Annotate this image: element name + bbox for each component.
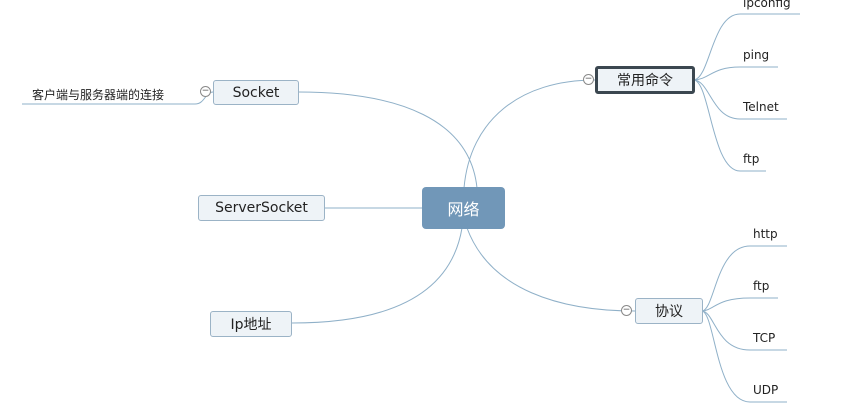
connector-proto-udp (701, 310, 787, 403)
connector-cmd-ipconfig (693, 13, 800, 81)
leaf-ping[interactable]: ping (743, 48, 770, 62)
topic-common-commands[interactable]: 常用命令 (595, 66, 695, 94)
topic-ip-address[interactable]: Ip地址 (210, 311, 292, 337)
connector-proto-ftp (701, 297, 778, 312)
central-topic[interactable]: 网络 (422, 187, 505, 229)
leaf-tcp[interactable]: TCP (753, 331, 776, 345)
leaf-ftp-protocol[interactable]: ftp (753, 279, 770, 293)
connector-central-commands (463, 79, 596, 189)
topic-socket-label: Socket (232, 84, 280, 101)
leaf-telnet[interactable]: Telnet (743, 100, 779, 114)
topic-ip-address-label: Ip地址 (230, 317, 272, 333)
connector-proto-tcp (701, 310, 787, 351)
connector-central-socket (297, 91, 478, 189)
leaf-ipconfig[interactable]: ipconfig (743, 0, 791, 10)
leaf-udp[interactable]: UDP (753, 383, 779, 397)
connector-cmd-ftp (693, 79, 766, 172)
collapse-toggle-commands[interactable]: − (583, 74, 594, 85)
topic-common-commands-label: 常用命令 (617, 73, 673, 89)
topic-socket[interactable]: Socket (213, 80, 299, 105)
collapse-toggle-socket[interactable]: − (200, 86, 211, 97)
collapse-icon: − (201, 86, 210, 96)
connector-cmd-ping (693, 66, 778, 81)
leaf-http[interactable]: http (753, 227, 778, 241)
leaf-ftp-command[interactable]: ftp (743, 152, 760, 166)
central-topic-label: 网络 (447, 200, 480, 219)
topic-serversocket-label: ServerSocket (215, 200, 308, 216)
collapse-icon: − (622, 305, 631, 315)
topic-protocol[interactable]: 协议 (635, 298, 703, 324)
topic-serversocket[interactable]: ServerSocket (198, 195, 325, 221)
connector-cmd-telnet (693, 79, 787, 120)
connector-central-ip (291, 227, 463, 324)
topic-protocol-label: 协议 (655, 304, 683, 320)
connector-proto-http (701, 245, 787, 312)
connector-central-protocol (466, 227, 636, 312)
collapse-toggle-protocol[interactable]: − (621, 305, 632, 316)
leaf-socket-connection[interactable]: 客户端与服务器端的连接 (32, 88, 165, 102)
collapse-icon: − (584, 74, 593, 84)
